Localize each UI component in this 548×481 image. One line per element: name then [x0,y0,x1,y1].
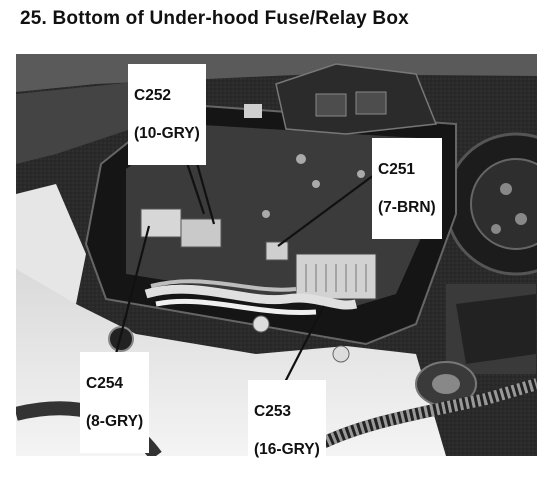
connector-id: C253 [254,403,292,420]
connector-spec: (10-GRY) [134,125,200,142]
connector-id: C251 [378,161,416,178]
connector-id: C254 [86,375,124,392]
callout-c251: C251 (7-BRN) [372,138,442,239]
page-title: 25. Bottom of Under-hood Fuse/Relay Box [20,8,409,29]
callout-c254: C254 (8-GRY) [80,352,150,453]
callout-c253: C253 (16-GRY) [248,380,326,481]
connector-spec: (8-GRY) [86,413,144,430]
connector-spec: (16-GRY) [254,441,320,458]
connector-id: C252 [134,87,172,104]
callout-c252: C252 (10-GRY) [128,64,206,165]
engine-bay-photo [16,54,537,456]
connector-spec: (7-BRN) [378,199,436,216]
